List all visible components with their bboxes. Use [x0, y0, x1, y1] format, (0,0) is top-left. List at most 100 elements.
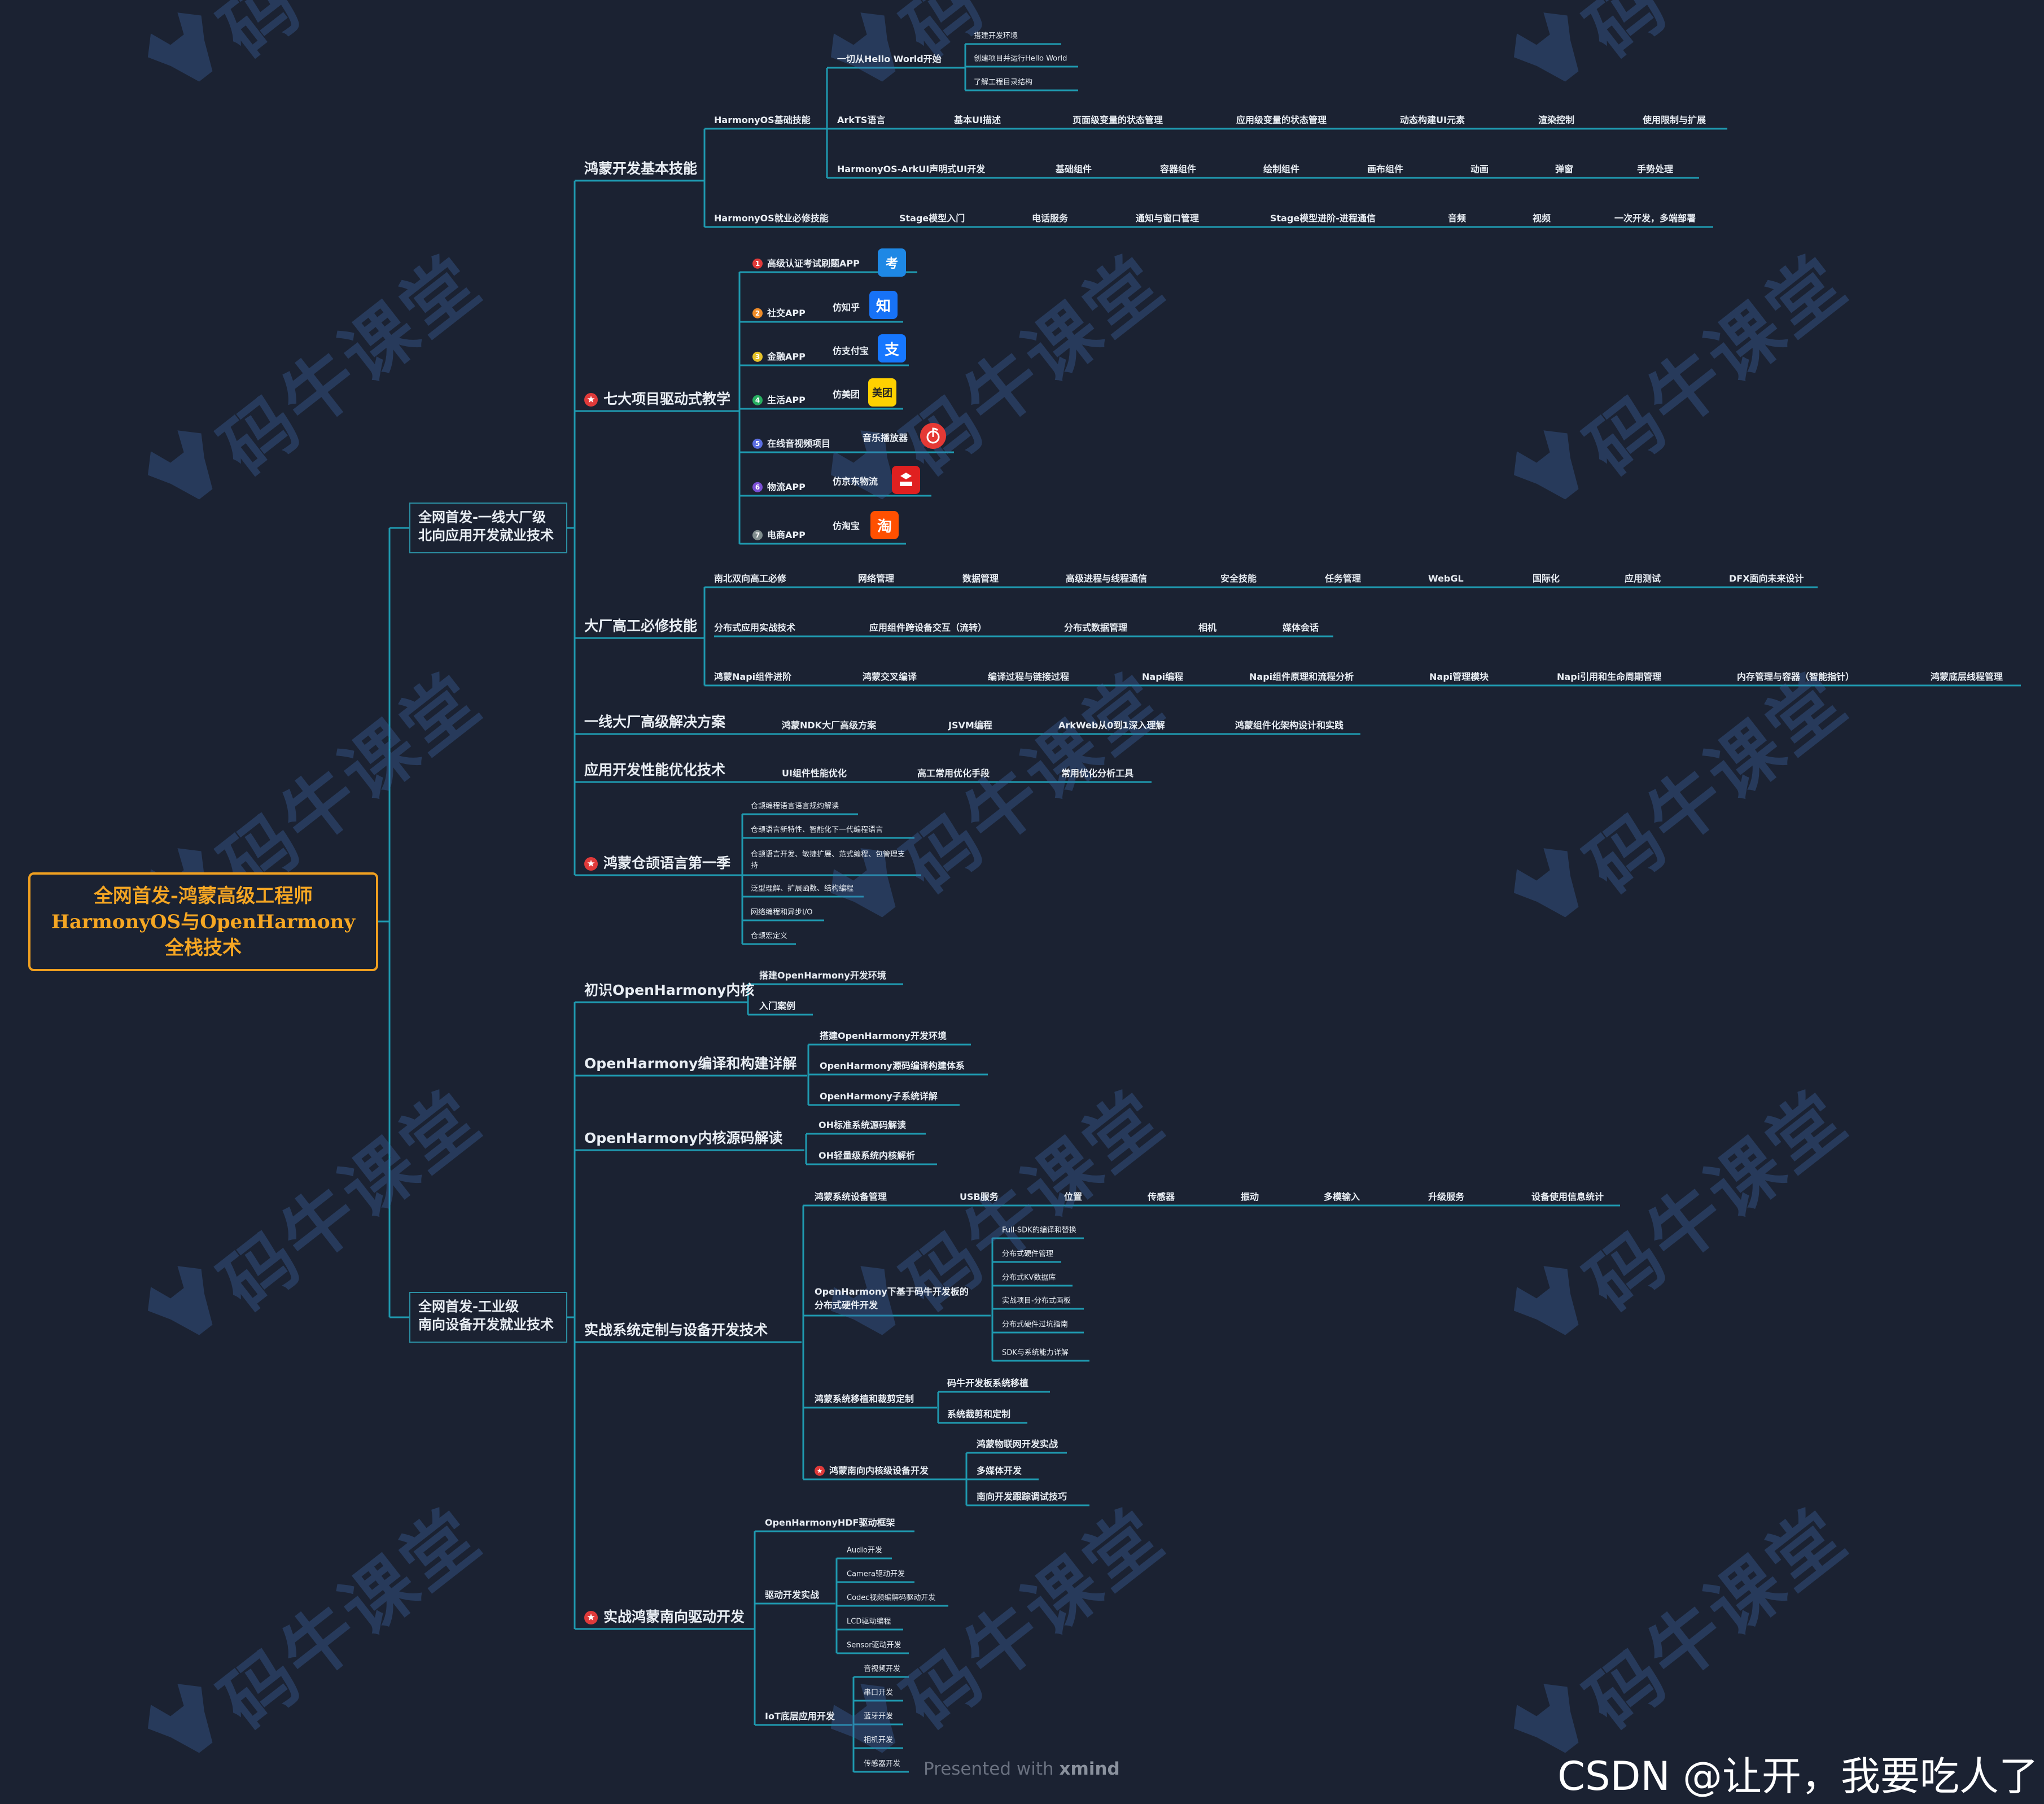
project-6-detail[interactable]: 仿京东物流 [833, 475, 878, 487]
topic-hdf[interactable]: OpenHarmonyHDF驱动框架 [765, 1517, 895, 1528]
topic-arkts-4[interactable]: 动态构建UI元素 [1400, 114, 1465, 125]
project-4-detail[interactable]: 仿美团 [833, 388, 860, 400]
topic-napi-1[interactable]: 鸿蒙交叉编译 [863, 671, 917, 682]
topic-dev-2[interactable]: 位置 [1064, 1191, 1083, 1202]
topic-dist-1[interactable]: 应用组件跨设备交互（流转） [869, 622, 987, 633]
project-5-detail[interactable]: 音乐播放器 [863, 432, 908, 443]
project-3-detail[interactable]: 仿支付宝 [833, 345, 869, 356]
topic-napi-2[interactable]: 编译过程与链接过程 [988, 671, 1070, 682]
topic-job-skill[interactable]: HarmonyOS就业必修技能 [714, 212, 829, 224]
topic-job-6[interactable]: 视频 [1533, 212, 1551, 224]
topic-oh-build-3[interactable]: OpenHarmony子系统详解 [820, 1090, 938, 1102]
branch-north[interactable]: 全网首发-一线大厂级 北向应用开发就业技术 [409, 503, 567, 553]
topic-oh-first[interactable]: 初识OpenHarmony内核 [584, 982, 755, 998]
branch-south[interactable]: 全网首发-工业级 南向设备开发就业技术 [409, 1292, 567, 1343]
topic-arkts-2[interactable]: 页面级变量的状态管理 [1073, 114, 1163, 125]
topic-dev-mgr[interactable]: 鸿蒙系统设备管理 [815, 1191, 887, 1202]
topic-drv-2[interactable]: Camera驱动开发 [847, 1570, 905, 1579]
topic-drv-3[interactable]: Codec视频编解码驱动开发 [847, 1593, 936, 1602]
topic-big[interactable]: 大厂高工必修技能 [584, 618, 698, 634]
topic-iot-5[interactable]: 传感器开发 [864, 1759, 901, 1768]
topic-hw-5[interactable]: 分布式硬件过坑指南 [1002, 1320, 1069, 1329]
topic-dist-3[interactable]: 相机 [1198, 622, 1217, 633]
topic-hw-6[interactable]: SDK与系统能力详解 [1002, 1348, 1069, 1357]
topic-arkts-3[interactable]: 应用级变量的状态管理 [1236, 114, 1327, 125]
topic-arkui-4[interactable]: 画布组件 [1367, 163, 1404, 174]
project-7-detail[interactable]: 仿淘宝 [833, 520, 860, 531]
topic-hm-basic[interactable]: 鸿蒙开发基本技能 [584, 160, 698, 177]
topic-nb-9[interactable]: DFX面向未来设计 [1729, 573, 1804, 584]
topic-south-3[interactable]: 南向开发跟踪调试技巧 [977, 1491, 1067, 1502]
topic-napi-5[interactable]: Napi管理模块 [1429, 671, 1489, 682]
topic-hw-1[interactable]: Full-SDK的编译和替换 [1002, 1226, 1076, 1235]
topic-arkts-5[interactable]: 渲染控制 [1538, 114, 1575, 125]
topic-oh-src-1[interactable]: OH标准系统源码解读 [819, 1119, 906, 1130]
topic-job-4[interactable]: Stage模型进阶-进程通信 [1270, 212, 1376, 224]
topic-oh-src-2[interactable]: OH轻量级系统内核解析 [819, 1150, 915, 1161]
topic-job-2[interactable]: 电话服务 [1032, 212, 1069, 224]
topic-cj-6[interactable]: 仓颉宏定义 [751, 932, 788, 941]
topic-cj-5[interactable]: 网络编程和异步I/O [751, 908, 813, 917]
topic-adv-1[interactable]: 鸿蒙NDK大厂高级方案 [782, 719, 877, 731]
topic-cj-3[interactable]: 仓颉语言开发、敏捷扩展、范式编程、包管理支持 [751, 850, 905, 870]
topic-drv-4[interactable]: LCD驱动编程 [847, 1617, 891, 1626]
topic-adv-2[interactable]: JSVM编程 [948, 719, 992, 731]
topic-arkui-7[interactable]: 手势处理 [1637, 163, 1674, 174]
topic-iot-3[interactable]: 蓝牙开发 [864, 1712, 894, 1721]
topic-job-7[interactable]: 一次开发，多端部署 [1614, 212, 1696, 224]
topic-dev-3[interactable]: 传感器 [1148, 1191, 1175, 1202]
topic-cj-2[interactable]: 仓颉语言新特性、智能化下一代编程语言 [751, 825, 883, 835]
topic-nb-4[interactable]: 安全技能 [1220, 573, 1257, 584]
topic-nb-5[interactable]: 任务管理 [1325, 573, 1362, 584]
topic-hw-3[interactable]: 分布式KV数据库 [1002, 1273, 1056, 1282]
topic-arkts-1[interactable]: 基本UI描述 [954, 114, 1001, 125]
topic-seven[interactable]: ★七大项目驱动式教学 [584, 391, 730, 411]
topic-nb-1[interactable]: 网络管理 [858, 573, 895, 584]
topic-hw[interactable]: OpenHarmony下基于码牛开发板的分布式硬件开发 [815, 1286, 969, 1311]
topic-oh-first-1[interactable]: 搭建OpenHarmony开发环境 [759, 969, 886, 981]
topic-napi[interactable]: 鸿蒙Napi组件进阶 [714, 671, 792, 682]
topic-drv-5[interactable]: Sensor驱动开发 [847, 1641, 901, 1650]
topic-dist-4[interactable]: 媒体会话 [1283, 622, 1319, 633]
topic-perf-2[interactable]: 高工常用优化手段 [917, 767, 990, 779]
topic-iot-4[interactable]: 相机开发 [864, 1736, 894, 1745]
topic-port[interactable]: 鸿蒙系统移植和裁剪定制 [815, 1393, 914, 1404]
topic-dist-2[interactable]: 分布式数据管理 [1064, 622, 1128, 633]
topic-drv-1[interactable]: Audio开发 [847, 1546, 882, 1555]
topic-dev-1[interactable]: USB服务 [960, 1191, 999, 1202]
topic-adv-4[interactable]: 鸿蒙组件化架构设计和实践 [1235, 719, 1344, 731]
topic-arkui-1[interactable]: 基础组件 [1056, 163, 1092, 174]
topic-adv[interactable]: 一线大厂高级解决方案 [584, 714, 726, 730]
topic-nb-7[interactable]: 国际化 [1533, 573, 1560, 584]
topic-job-5[interactable]: 音频 [1448, 212, 1467, 224]
root-topic[interactable]: 全网首发-鸿蒙高级工程师 HarmonyOS与OpenHarmony 全栈技术 [28, 872, 378, 971]
topic-nb[interactable]: 南北双向高工必修 [714, 573, 787, 584]
topic-hm-os-basic[interactable]: HarmonyOS基础技能 [714, 114, 811, 125]
topic-dev-5[interactable]: 多模输入 [1324, 1191, 1360, 1202]
topic-hw-2[interactable]: 分布式硬件管理 [1002, 1250, 1054, 1259]
topic-iot-1[interactable]: 音视频开发 [864, 1665, 901, 1674]
topic-arkui-3[interactable]: 绘制组件 [1263, 163, 1300, 174]
topic-cj-4[interactable]: 泛型理解、扩展函数、结构编程 [751, 884, 854, 893]
topic-napi-4[interactable]: Napi组件原理和流程分析 [1249, 671, 1354, 682]
topic-cj-1[interactable]: 仓颉编程语言语言规约解读 [751, 802, 839, 811]
topic-job-1[interactable]: Stage模型入门 [899, 212, 965, 224]
topic-napi-6[interactable]: Napi引用和生命周期管理 [1557, 671, 1662, 682]
topic-perf-3[interactable]: 常用优化分析工具 [1061, 767, 1134, 779]
topic-arkts-6[interactable]: 使用限制与扩展 [1643, 114, 1706, 125]
topic-arkui-6[interactable]: 弹窗 [1555, 163, 1574, 174]
topic-oh-build[interactable]: OpenHarmony编译和构建详解 [584, 1055, 797, 1072]
topic-dev-7[interactable]: 设备使用信息统计 [1531, 1191, 1604, 1202]
topic-nb-6[interactable]: WebGL [1428, 573, 1464, 584]
topic-hw-4[interactable]: 实战项目-分布式画板 [1002, 1296, 1071, 1305]
topic-arkts[interactable]: ArkTS语言 [837, 114, 886, 125]
topic-oh-build-2[interactable]: OpenHarmony源码编译构建体系 [820, 1060, 965, 1071]
topic-iot-2[interactable]: 串口开发 [864, 1688, 894, 1697]
topic-drv-dev[interactable]: 驱动开发实战 [765, 1589, 820, 1600]
topic-napi-8[interactable]: 鸿蒙底层线程管理 [1931, 671, 2003, 682]
